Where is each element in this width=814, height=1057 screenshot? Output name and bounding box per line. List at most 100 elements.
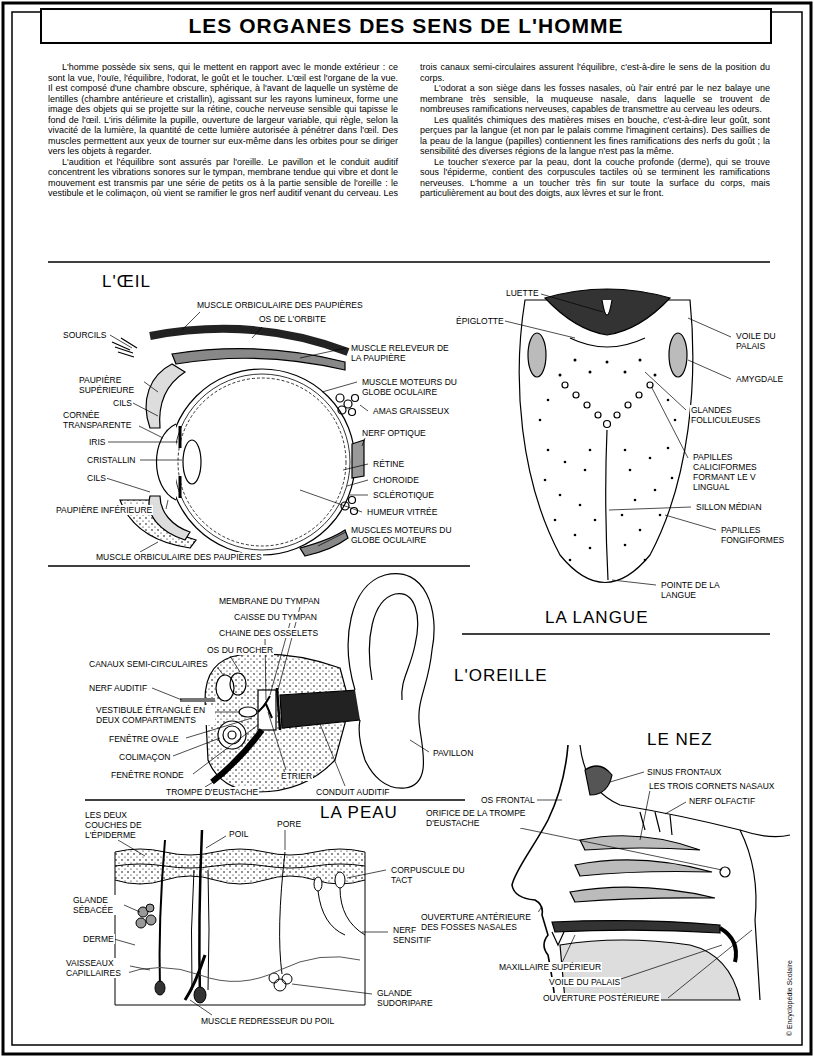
leader-line <box>106 312 368 552</box>
section-heading: L'ŒIL <box>100 272 153 292</box>
section-divider <box>48 565 470 567</box>
ear-figure <box>348 574 434 789</box>
tongue-figure <box>519 300 693 583</box>
skin-figure <box>155 981 165 995</box>
part-label: OUVERTURE POSTÉRIEURE <box>542 993 661 1003</box>
part-label: SINUS FRONTAUX <box>646 767 722 777</box>
leader-line <box>114 830 388 1015</box>
tongue-figure <box>562 382 653 428</box>
tongue-figure <box>559 374 562 377</box>
nose-figure <box>585 766 612 795</box>
part-label: NERF AUDITIF <box>88 683 148 693</box>
tongue-figure <box>562 382 568 388</box>
part-label: PAPILLES CALICIFORMES FORMANT LE V LINGU… <box>692 452 786 492</box>
skin-figure <box>314 877 322 891</box>
nose-figure <box>720 867 730 877</box>
leader-line <box>505 294 731 585</box>
tongue-figure <box>589 547 592 550</box>
eye-figure <box>183 440 201 484</box>
tongue-figure <box>544 479 547 482</box>
part-label: VESTIBULE ÉTRANGLÉ EN DEUX COMPARTIMENTS <box>95 705 215 725</box>
part-label: MUSCLE ORBICULAIRE DES PAUPIÈRES <box>196 300 364 310</box>
nose-figure <box>580 836 700 850</box>
part-label: MUSCLE REDRESSEUR DU POIL <box>200 1016 335 1026</box>
part-label: SOURCILS <box>62 330 107 340</box>
tongue-figure <box>669 333 687 377</box>
skin-figure <box>146 915 156 925</box>
part-label: LES DEUX COUCHES DE L'ÉPIDERME <box>84 810 150 840</box>
part-label: HUMEUR VITRÉE <box>366 507 438 517</box>
tongue-figure <box>584 469 587 472</box>
section-divider <box>85 799 465 801</box>
section-heading: LA LANGUE <box>543 608 651 628</box>
part-label: SILLON MÉDIAN <box>695 502 763 512</box>
part-label: LES TROIS CORNETS NASAUX <box>648 781 775 791</box>
skin-figure <box>194 987 206 1003</box>
tongue-figure <box>624 544 627 547</box>
eye-figure <box>146 364 185 428</box>
tongue-figure <box>606 430 608 580</box>
part-label: RÉTINE <box>372 459 405 469</box>
tongue-figure <box>570 338 645 347</box>
skin-figure <box>185 955 205 1000</box>
eye-figure <box>172 349 345 370</box>
tongue-figure <box>594 519 597 522</box>
eye-figure <box>169 369 355 555</box>
skin-figure <box>115 864 365 868</box>
page-frame <box>3 3 811 1054</box>
ear-figure <box>258 690 276 730</box>
nose-figure <box>575 860 712 876</box>
tongue-figure <box>649 457 652 460</box>
tongue-figure <box>624 449 627 452</box>
tongue-figure <box>667 399 670 402</box>
section-divider <box>462 633 770 635</box>
part-label: VAISSEAUX CAPILLAIRES <box>65 958 129 978</box>
skin-figure <box>318 888 365 935</box>
ear-figure <box>223 726 241 744</box>
tongue-figure <box>621 514 624 517</box>
tongue-figure <box>667 447 670 450</box>
skin-figure <box>274 979 286 991</box>
part-label: GLANDE SUDORIPARE <box>376 988 438 1008</box>
part-label: CHAINE DES OSSELETS <box>218 628 319 638</box>
part-label: PAUPIÈRE SUPÉRIEURE <box>78 375 144 395</box>
ear-figure <box>228 731 236 739</box>
tongue-figure <box>584 402 590 408</box>
part-label: GLANDES FOLLICULEUSES <box>690 405 772 425</box>
part-label: AMYGDALE <box>735 374 784 384</box>
tongue-figure <box>634 499 637 502</box>
part-label: GLANDE SÉBACÉE <box>72 895 124 915</box>
tongue-figure <box>589 449 592 452</box>
section-heading: L'OREILLE <box>452 666 550 686</box>
nose-figure <box>570 887 715 902</box>
ear-figure <box>369 594 417 700</box>
part-label: CILS <box>112 398 133 408</box>
part-label: MUSCLE RELEVEUR DE LA PAUPIÈRE <box>350 343 452 363</box>
tongue-figure <box>606 361 609 364</box>
part-label: COLIMAÇON <box>118 752 171 762</box>
tongue-figure <box>595 412 601 418</box>
nose-figure <box>552 932 564 945</box>
tongue-figure <box>636 392 642 398</box>
ear-figure <box>212 730 262 782</box>
skin-figure <box>120 957 360 982</box>
skin-figure <box>280 852 285 974</box>
part-label: CILS <box>86 473 107 483</box>
part-label: OS DE L'ORBITE <box>258 314 327 324</box>
part-label: ÉTRIER <box>280 771 313 781</box>
tongue-figure <box>539 419 542 422</box>
skin-figure <box>115 880 365 1005</box>
eye-figure <box>349 409 356 416</box>
tongue-figure <box>659 514 662 517</box>
intro-paragraph: L'homme possède six sens, qui le mettent… <box>48 62 398 157</box>
part-label: CHOROIDE <box>372 475 420 485</box>
nose-figure <box>552 921 720 933</box>
tongue-figure <box>528 333 546 377</box>
eye-figure <box>112 338 137 357</box>
page-title: LES ORGANES DES SENS DE L'HOMME <box>40 8 772 44</box>
part-label: OS FRONTAL <box>480 795 536 805</box>
part-label: POINTE DE LA LANGUE <box>660 580 732 600</box>
part-label: ÉPIGLOTTE <box>455 316 505 326</box>
part-label: IRIS <box>88 437 107 447</box>
tongue-figure <box>574 534 577 537</box>
